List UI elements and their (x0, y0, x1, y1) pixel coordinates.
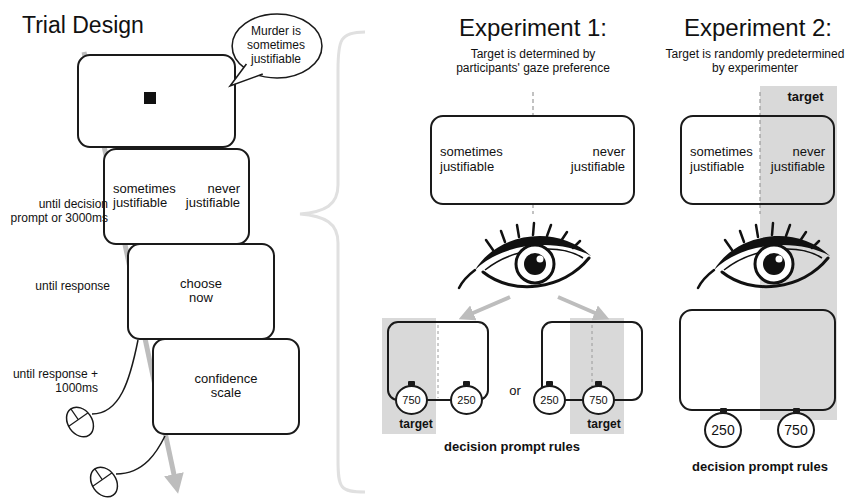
time-value: 250 (540, 394, 558, 407)
screen-box: sometimes justifiable never justifiable (103, 148, 250, 245)
panel-subtitle: Target is determined by participants' ga… (443, 48, 623, 76)
screen-box: sometimes justifiable never justifiable (680, 115, 835, 205)
target-band: target (760, 86, 851, 420)
stopwatch: 750 (582, 385, 615, 415)
stopwatch: 250 (450, 385, 483, 415)
target-band: target (382, 318, 450, 434)
stopwatch: 250 (704, 412, 742, 448)
screen-box: sometimes justifiable never justifiable (430, 115, 635, 205)
rule-caption: decision prompt rules (670, 460, 850, 475)
panel-title: Trial Design (22, 12, 182, 38)
option-text: never justifiable (571, 145, 625, 175)
gaze-arrow (466, 297, 510, 316)
time-value: 750 (784, 422, 807, 438)
speech-bubble: Murder is sometimes justifiable (226, 10, 324, 88)
target-label: target (382, 418, 450, 432)
gaze-arrow (558, 297, 602, 316)
stopwatch: 750 (395, 385, 428, 415)
target-band-fill (382, 318, 436, 434)
midline (438, 325, 439, 398)
or-label: or (503, 384, 527, 399)
speech-text: Murder is sometimes justifiable (234, 25, 318, 66)
prompt-text: confidence scale (195, 372, 258, 402)
panel-title: Experiment 1: (428, 14, 638, 42)
blank-screen (680, 310, 835, 410)
option-text: never justifiable (186, 182, 240, 212)
curly-brace (300, 32, 365, 492)
timing-note: until response (20, 280, 110, 294)
option-text: never justifiable (771, 145, 825, 175)
target-band: target (570, 318, 638, 434)
timing-note: until response + 1000ms (0, 368, 98, 396)
mouse-cable (116, 436, 165, 474)
fixation-square (144, 92, 156, 104)
option-text: sometimes justifiable (440, 145, 503, 175)
mouse-icon (61, 402, 99, 442)
eye-icon (698, 223, 830, 288)
time-value: 250 (711, 422, 734, 438)
time-value: 750 (402, 394, 420, 407)
panel-subtitle: Target is randomly predetermined by expe… (665, 48, 845, 76)
eye-icon (459, 223, 591, 288)
time-value: 250 (457, 394, 475, 407)
stopwatch: 750 (777, 412, 815, 448)
mouse-icon (85, 462, 123, 502)
prompt-text: choose now (180, 277, 222, 307)
time-value: 750 (589, 394, 607, 407)
mouse-cable (92, 340, 138, 414)
option-text: sometimes justifiable (113, 182, 176, 212)
option-text: sometimes justifiable (690, 145, 753, 175)
stopwatch: 250 (533, 385, 566, 415)
target-band-fill (570, 318, 624, 434)
target-label: target (760, 90, 851, 105)
fixation-screen (78, 55, 235, 147)
timing-note: until decision prompt or 3000ms (4, 198, 108, 226)
screen-box: confidence scale (152, 338, 300, 435)
panel-title: Experiment 2: (668, 14, 848, 42)
screen-box: choose now (127, 243, 275, 340)
target-label: target (570, 418, 638, 432)
rule-caption: decision prompt rules (412, 440, 612, 455)
midline (759, 92, 760, 214)
